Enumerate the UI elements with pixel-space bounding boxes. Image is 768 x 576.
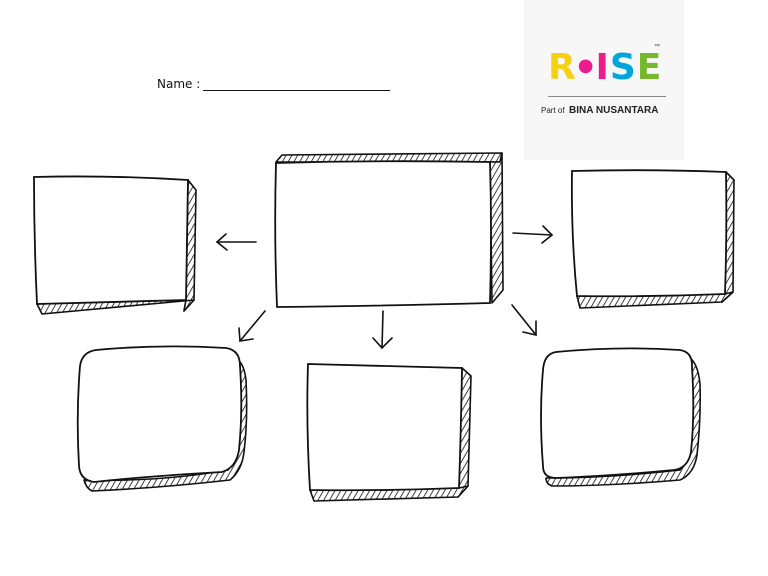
- name-line[interactable]: [203, 76, 391, 91]
- logo-tagline: Part of BINA NUSANTARA: [541, 100, 658, 118]
- box-top-right[interactable]: [570, 169, 735, 309]
- logo-part-of: Part of: [541, 106, 565, 115]
- box-bottom-right[interactable]: [540, 347, 701, 487]
- rise-wordmark: R●ISE: [548, 47, 663, 88]
- name-field: Name :: [157, 76, 391, 91]
- rise-logo: R●ISE ™ Part of BINA NUSANTARA: [524, 0, 684, 160]
- center-box[interactable]: [274, 152, 504, 308]
- box-bottom-left[interactable]: [76, 345, 248, 492]
- logo-divider: [548, 96, 666, 97]
- trademark-mark: ™: [654, 44, 660, 50]
- name-label: Name :: [157, 77, 201, 91]
- arrow-left: [215, 233, 257, 251]
- arrow-down: [372, 310, 393, 350]
- arrow-down-right: [511, 304, 537, 337]
- arrow-right: [512, 225, 554, 244]
- arrow-down-left: [238, 310, 266, 342]
- box-bottom-middle[interactable]: [306, 363, 472, 502]
- logo-brand: BINA NUSANTARA: [569, 105, 659, 116]
- box-top-left[interactable]: [33, 175, 197, 315]
